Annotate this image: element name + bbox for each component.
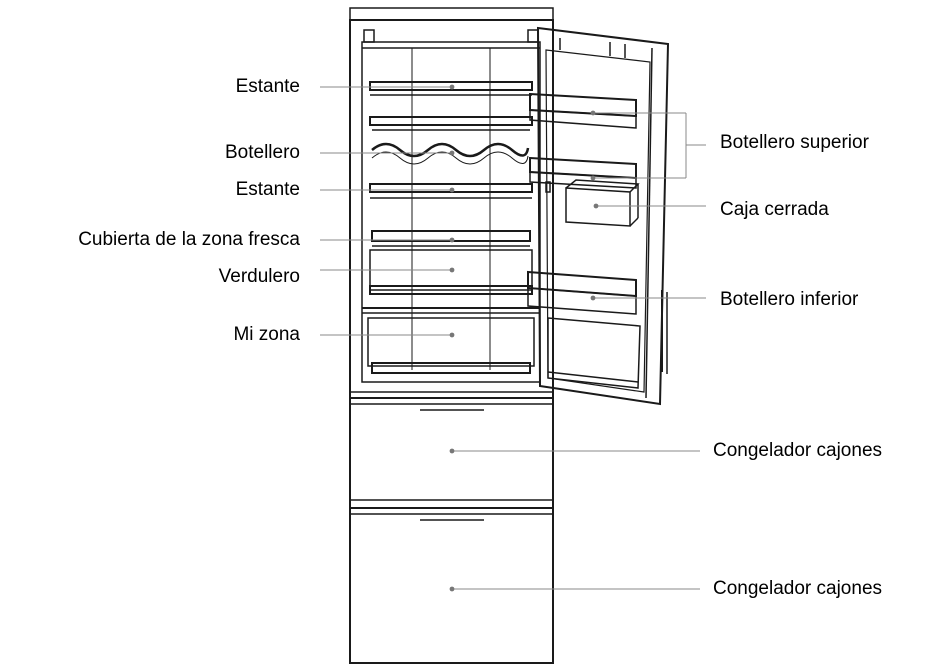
label-estante-2: Estante	[235, 179, 300, 200]
freezer-drawer-lower	[349, 507, 554, 664]
label-estante-1: Estante	[235, 76, 300, 97]
label-botellero: Botellero	[225, 142, 300, 163]
label-cubierta-zona-fresca: Cubierta de la zona fresca	[78, 229, 300, 250]
label-congelador-cajones-2: Congelador cajones	[713, 578, 883, 599]
label-mi-zona: Mi zona	[233, 324, 300, 345]
fridge-inner-wall	[361, 41, 541, 383]
label-botellero-inferior: Botellero inferior	[720, 289, 859, 310]
closed-box	[565, 179, 640, 227]
shelf-top	[369, 81, 533, 96]
label-verdulero: Verdulero	[218, 266, 300, 287]
fridge-top-cap	[349, 7, 554, 21]
fridge-body	[349, 19, 554, 399]
fridge-door-open	[536, 26, 670, 406]
label-congelador-cajones-1: Congelador cajones	[713, 440, 883, 461]
bottle-rack	[369, 116, 533, 165]
my-zone-drawer	[367, 317, 535, 374]
label-caja-cerrada: Caja cerrada	[720, 199, 829, 220]
label-botellero-superior: Botellero superior	[720, 132, 869, 153]
door-bin-lower	[527, 270, 637, 315]
door-bin-upper-1	[529, 92, 637, 129]
